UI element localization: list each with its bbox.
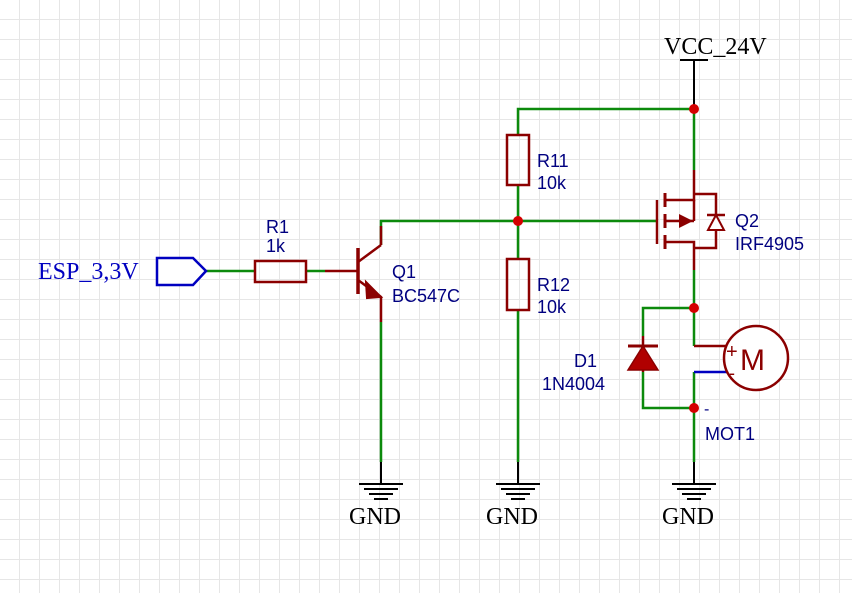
q1-ref: Q1 — [392, 262, 416, 282]
mot1-pin-minus: - — [704, 401, 709, 418]
r1-body[interactable] — [253, 259, 308, 284]
q1-value: BC547C — [392, 286, 460, 306]
q2-body-arrow — [679, 214, 693, 228]
gnd-mot: GND — [662, 462, 716, 530]
r1-ref: R1 — [266, 217, 289, 237]
q2-source-lead — [665, 170, 696, 202]
resistor-r12[interactable]: R12 10k — [505, 257, 570, 317]
wire-diode-bottom — [641, 372, 694, 410]
input-port-flag[interactable] — [155, 256, 208, 287]
input-port-label: ESP_3,3V — [38, 259, 139, 285]
junction-vcc — [689, 104, 699, 114]
wire-diode-top — [641, 306, 694, 336]
d1-ref: D1 — [574, 351, 597, 371]
q2-drain-lead — [665, 240, 696, 270]
r1-value: 1k — [266, 236, 286, 256]
junction-gate-node — [513, 216, 523, 226]
gnd-r12: GND — [486, 462, 540, 530]
diode-d1[interactable]: D1 1N4004 — [542, 336, 660, 394]
r12-ref: R12 — [537, 275, 570, 295]
r11-body[interactable] — [505, 133, 531, 187]
mot1-ref: MOT1 — [705, 424, 755, 444]
vcc-label: VCC_24V — [664, 34, 767, 60]
mot1-body[interactable] — [722, 324, 790, 392]
gnd-q1: GND — [349, 462, 403, 530]
mot1-minus: - — [729, 363, 735, 383]
q2-diode-triangle — [706, 212, 726, 231]
d1-triangle — [626, 344, 660, 371]
transistor-q1[interactable]: Q1 BC547C — [325, 226, 460, 322]
r12-body[interactable] — [505, 257, 531, 312]
mosfet-q2[interactable]: Q2 IRF4905 — [655, 170, 804, 270]
resistor-r1[interactable]: R1 1k — [253, 217, 308, 284]
q2-ref: Q2 — [735, 211, 759, 231]
r11-value: 10k — [537, 173, 567, 193]
input-port[interactable]: ESP_3,3V — [38, 256, 208, 287]
junction-motor-minus — [689, 403, 699, 413]
vcc-symbol: VCC_24V — [664, 34, 767, 109]
mot1-plus: + — [726, 341, 738, 363]
q1-collector-lead — [357, 243, 382, 264]
q2-value: IRF4905 — [735, 234, 804, 254]
r12-value: 10k — [537, 297, 567, 317]
mot1-symbol: M — [740, 344, 765, 377]
junctions — [513, 104, 699, 413]
junction-drain — [689, 303, 699, 313]
d1-value: 1N4004 — [542, 374, 605, 394]
motor-mot1[interactable]: + - M - MOT1 — [694, 324, 790, 444]
gnd-r12-label: GND — [486, 504, 538, 530]
r11-ref: R11 — [537, 151, 569, 171]
wire-top-rail — [516, 107, 694, 135]
gnd-mot-label: GND — [662, 504, 714, 530]
resistor-r11[interactable]: R11 10k — [505, 133, 569, 193]
q1-emitter-arrow — [364, 279, 384, 300]
gnd-q1-label: GND — [349, 504, 401, 530]
